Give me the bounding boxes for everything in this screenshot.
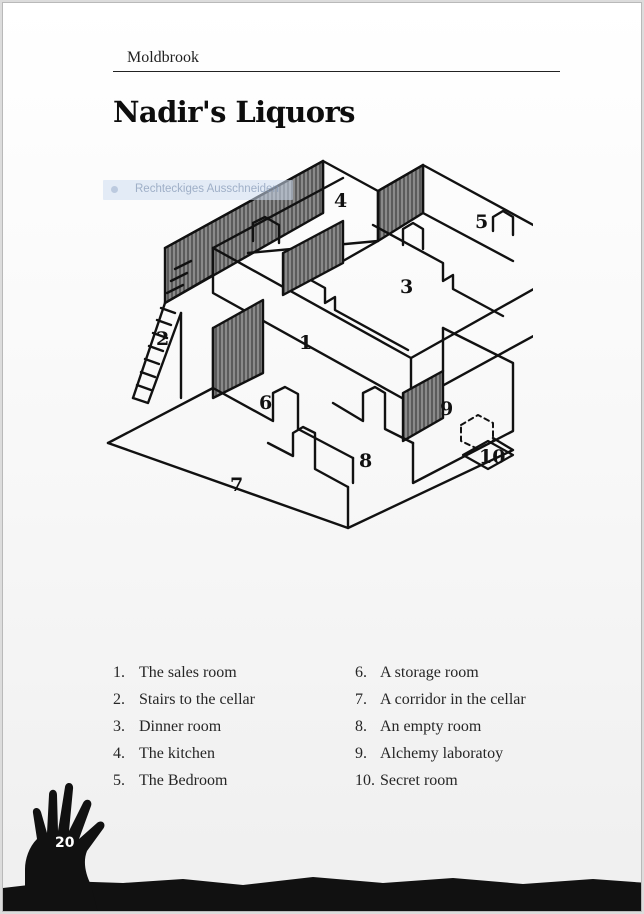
legend-text: A corridor in the cellar [380,691,526,708]
legend-number: 10. [355,772,375,789]
legend-number: 2. [113,691,125,708]
legend-text: Alchemy laboratoy [380,745,504,762]
legend-item: 9. Alchemy laboratoy [355,740,526,767]
legend-column-right: 6. A storage room 7. A corridor in the cel… [355,659,526,794]
room-label-3: 3 [400,276,413,298]
legend-number: 7. [355,691,367,708]
legend-text: A storage room [380,664,479,681]
legend-number: 6. [355,664,367,681]
page-number: 20 [55,835,75,851]
zombie-hand-footer-art [3,783,641,911]
legend-number: 4. [113,745,125,762]
floor-plan-map: 4 5 3 2 1 6 9 8 10 7 [106,159,533,530]
legend-text: The sales room [139,664,237,681]
legend-item: 5. The Bedroom [113,767,255,794]
legend-item: 3. Dinner room [113,713,255,740]
room-label-4: 4 [334,190,347,212]
room-label-9: 9 [440,398,453,420]
legend-item: 1. The sales room [113,659,255,686]
header-title: Moldbrook [127,49,199,66]
legend-text: An empty room [380,718,482,735]
ground-silhouette [3,877,641,911]
legend-number: 5. [113,772,125,789]
legend-column-left: 1.The sales room 2.Stairs to the cellar … [113,659,255,794]
snip-icon [111,186,118,193]
zombie-hand-icon [25,783,105,911]
running-header: Moldbrook [113,47,560,72]
room-label-10: 10 [479,446,505,468]
page-title: Nadir's Liquors [113,95,355,129]
room-label-8: 8 [359,450,372,472]
legend-text: The kitchen [139,745,215,762]
legend-item: 6. A storage room [355,659,526,686]
legend-text: Dinner room [139,718,222,735]
room-label-2: 2 [156,328,169,350]
legend-number: 9. [355,745,367,762]
snipping-tool-label: Rechteckiges Ausschneiden [135,183,279,195]
legend-text: Secret room [380,772,458,789]
legend-text: Stairs to the cellar [139,691,255,708]
room-label-5: 5 [475,211,488,233]
legend-item: 7. A corridor in the cellar [355,686,526,713]
legend-number: 8. [355,718,367,735]
legend-item: 4. The kitchen [113,740,255,767]
legend-text: The Bedroom [139,772,228,789]
legend-number: 1. [113,664,125,681]
legend-item: 10. Secret room [355,767,526,794]
legend-item: 8. An empty room [355,713,526,740]
room-label-6: 6 [259,392,272,414]
room-label-1: 1 [299,332,312,354]
snipping-tool-overlay[interactable]: Rechteckiges Ausschneiden [103,180,293,200]
legend-number: 3. [113,718,125,735]
room-label-7: 7 [230,474,243,496]
legend-item: 2. Stairs to the cellar [113,686,255,713]
